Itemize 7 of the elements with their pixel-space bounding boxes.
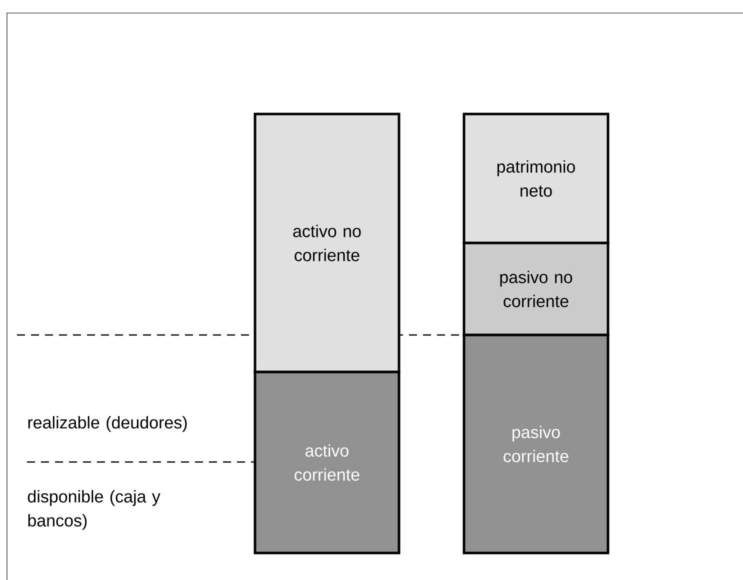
side-label: realizable (deudores) [28,416,187,432]
balance-box: activo corriente [254,370,400,554]
balance-box: pasivo corriente [462,334,610,554]
balance-box: activo no corriente [254,112,400,374]
balance-box: pasivo no corriente [462,242,610,336]
balance-box: patrimonio neto [462,112,610,244]
side-label: disponible (caja y bancos) [28,490,160,530]
